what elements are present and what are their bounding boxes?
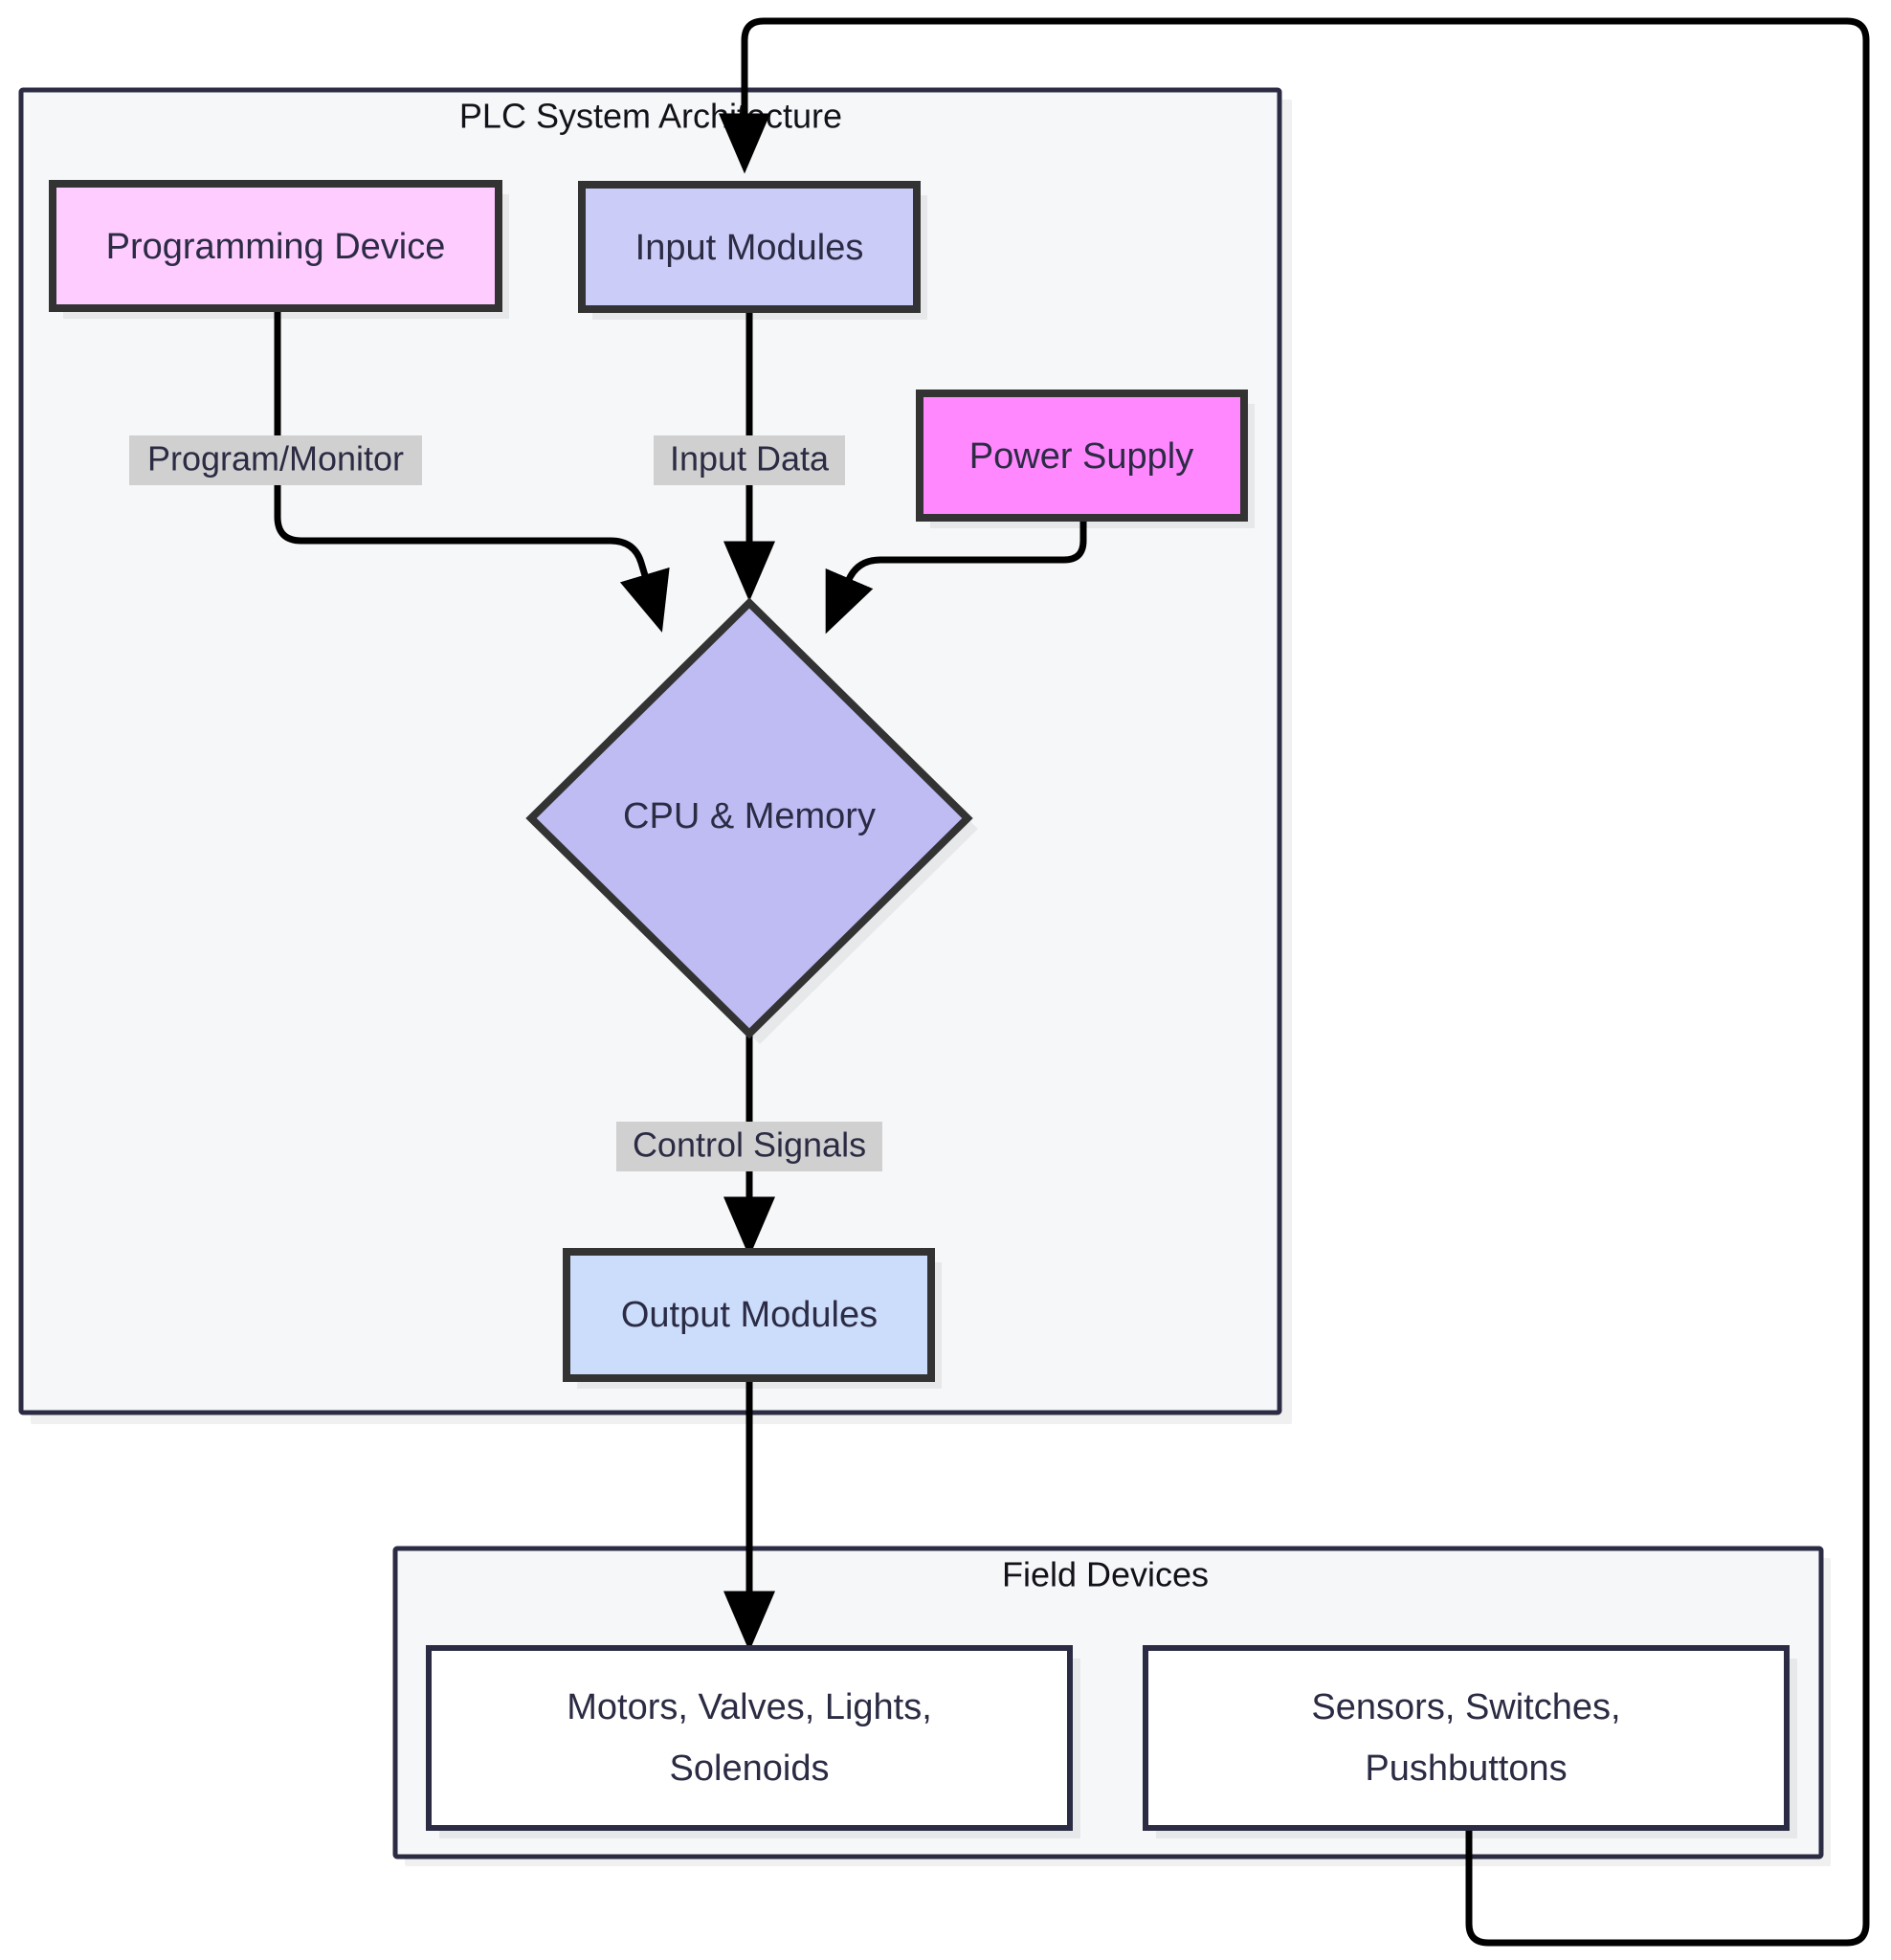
cluster-field-title: Field Devices xyxy=(1002,1555,1209,1594)
power-supply-box[interactable] xyxy=(916,390,1248,522)
programming-device-label: Programming Device xyxy=(106,227,446,267)
output-modules-box[interactable] xyxy=(563,1248,935,1382)
output-modules-label: Output Modules xyxy=(621,1295,878,1335)
edge-label-program-monitor: Program/Monitor xyxy=(129,435,422,485)
edge-label-control-signals: Control Signals xyxy=(616,1122,882,1171)
sensors-label-line-2: Pushbuttons xyxy=(1365,1748,1567,1789)
actuators-box[interactable] xyxy=(426,1645,1073,1831)
program-monitor-label: Program/Monitor xyxy=(147,439,404,479)
control-signals-label: Control Signals xyxy=(633,1125,866,1165)
node-sensors[interactable]: Sensors, Switches, Pushbuttons xyxy=(1143,1645,1797,1838)
programming-device-box[interactable] xyxy=(49,180,502,312)
edge-power-supply-to-cpu xyxy=(825,520,1087,635)
node-power-supply[interactable]: Power Supply xyxy=(916,390,1255,528)
power-supply-label: Power Supply xyxy=(969,436,1193,477)
cluster-plc-title: PLC System Architecture xyxy=(459,97,842,136)
edge-programming-device-to-cpu xyxy=(274,312,670,633)
program-monitor-label-bg xyxy=(129,435,422,485)
node-input-modules[interactable]: Input Modules xyxy=(578,181,927,320)
input-modules-box[interactable] xyxy=(578,181,921,313)
input-data-label: Input Data xyxy=(670,439,830,479)
node-output-modules[interactable]: Output Modules xyxy=(563,1248,942,1389)
node-cpu-memory[interactable]: CPU & Memory xyxy=(525,597,978,1044)
node-programming-device[interactable]: Programming Device xyxy=(49,180,509,319)
control-signals-label-bg xyxy=(616,1122,882,1171)
cpu-memory-label: CPU & Memory xyxy=(623,796,876,836)
cpu-memory-diamond[interactable] xyxy=(525,597,973,1039)
actuators-label-line-1: Motors, Valves, Lights, xyxy=(567,1687,932,1727)
input-modules-label: Input Modules xyxy=(635,228,864,268)
sensors-label-line-1: Sensors, Switches, xyxy=(1311,1687,1620,1727)
sensors-box[interactable] xyxy=(1143,1645,1790,1831)
edge-label-input-data: Input Data xyxy=(654,435,845,485)
node-actuators[interactable]: Motors, Valves, Lights, Solenoids xyxy=(426,1645,1080,1838)
actuators-label-line-2: Solenoids xyxy=(670,1748,830,1789)
input-data-label-bg xyxy=(654,435,845,485)
edge-sensors-to-input-modules xyxy=(719,17,1870,1947)
